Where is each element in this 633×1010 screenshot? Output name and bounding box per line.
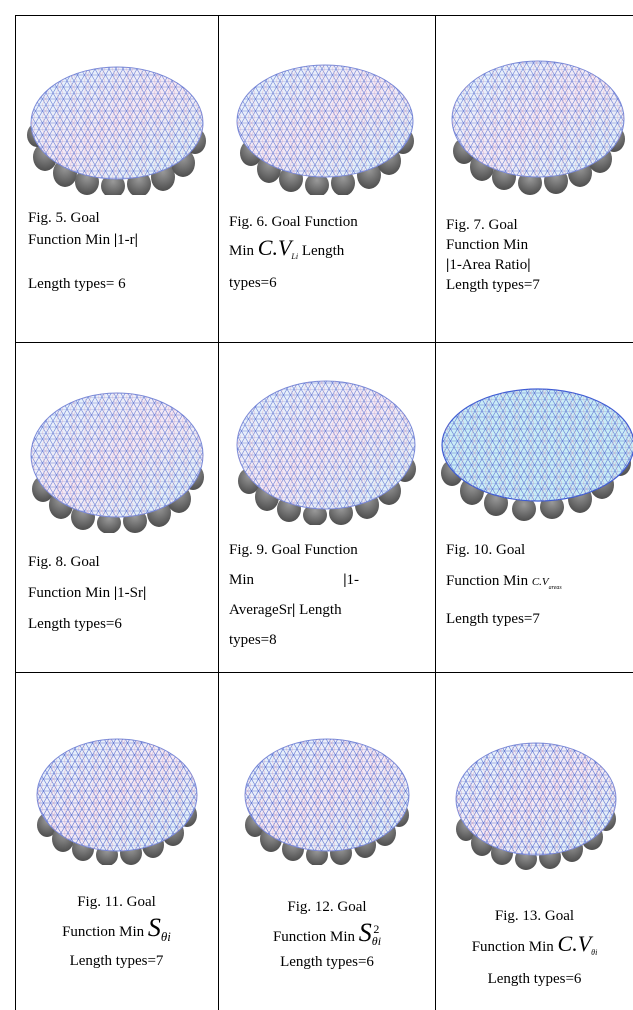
fig11-caption-line1: Fig. 11. Goal [77,894,156,910]
fig10-cell: Fig. 10. Goal Function Min C.Vareas Leng… [436,343,633,672]
abs-bar: | [343,572,347,588]
figure-table: Fig. 5. Goal Function Min |1-r| Length t… [15,15,633,1010]
fig6-cell: Fig. 6. Goal Function Min C.VLi Length t… [219,15,435,342]
dome-render-image [236,64,414,195]
fig10-caption: Fig. 10. Goal Function Min C.Vareas Leng… [446,535,631,635]
fig13-min-label: Function Min [471,939,558,955]
fig6-caption-line1: Fig. 6. Goal Function [229,214,358,230]
fig5-caption: Fig. 5. Goal Function Min |1-r| Length t… [28,207,213,295]
fig12-min-label: Function Min [272,929,359,945]
fig9-length-label: Length [295,602,342,618]
math-cv: C.V [257,235,292,260]
math-s: S [358,918,372,947]
fig6-length-types: types=6 [229,275,277,291]
fig8-expression: 1-Sr [117,585,143,601]
abs-bar: | [527,257,531,273]
math-s: S [147,913,161,942]
dome-render-image [451,60,625,195]
fig10-min-label: Function Min [446,573,532,589]
fig6-caption: Fig. 6. Goal Function Min C.VLi Length t… [229,209,434,296]
abs-bar: | [134,232,138,248]
dome-render-image [455,742,617,870]
fig13-caption: Fig. 13. Goal Function Min C.Vθi Length … [436,903,633,993]
table-divider [15,672,633,673]
fig7-length-types: Length types=7 [446,277,540,293]
fig9-min-label: Min [229,572,255,588]
table-border-top [15,15,633,16]
fig11-caption: Fig. 11. Goal Function Min Sθi Length ty… [15,890,218,974]
abs-bar: | [446,257,450,273]
fig12-caption-line1: Fig. 12. Goal [287,899,367,915]
fig5-caption-line2: Function Min [28,232,114,248]
fig10-length-types: Length types=7 [446,611,540,627]
dome-render-image [244,738,410,865]
fig9-cell: Fig. 9. Goal Function Min|1- AverageSr| … [219,343,435,672]
fig9-expression-end: AverageSr [229,602,293,618]
fig9-caption-line1: Fig. 9. Goal Function [229,542,358,558]
fig8-caption-line1: Fig. 8. Goal [28,554,100,570]
abs-bar: | [143,585,147,601]
fig9-caption: Fig. 9. Goal Function Min|1- AverageSr| … [229,535,434,655]
fig13-caption-line1: Fig. 13. Goal [494,908,575,924]
dome-render-image [236,380,416,525]
dome-render-image [30,392,204,533]
fig11-cell: Fig. 11. Goal Function Min Sθi Length ty… [15,673,218,1010]
fig8-cell: Fig. 8. Goal Function Min |1-Sr| Length … [15,343,218,672]
math-cv: C.V [557,931,592,956]
fig10-caption-line1: Fig. 10. Goal [446,542,526,558]
dome-render-image [441,388,633,521]
abs-bar: | [113,585,118,601]
table-divider [15,342,633,343]
fig7-caption-line2: Function Min [446,237,529,253]
fig8-length-types: Length types=6 [28,616,122,632]
fig7-cell: Fig. 7. Goal Function Min |1-Area Ratio|… [436,15,633,342]
fig13-cell: Fig. 13. Goal Function Min C.Vθi Length … [436,673,633,1010]
fig8-caption-line2: Function Min [28,585,114,601]
math-cv: C.V [531,576,549,588]
fig7-caption: Fig. 7. Goal Function Min |1-Area Ratio|… [446,215,631,295]
abs-bar: | [113,232,118,248]
fig5-cell: Fig. 5. Goal Function Min |1-r| Length t… [15,15,218,342]
fig5-length-types: Length types= 6 [28,276,126,292]
fig13-length-types: Length types=6 [487,971,582,987]
fig8-caption: Fig. 8. Goal Function Min |1-Sr| Length … [28,547,213,640]
fig12-length-types: Length types=6 [280,954,374,970]
fig11-length-types: Length types=7 [69,953,164,969]
fig9-expression-start: 1- [346,572,360,588]
fig6-min-label: Min [229,243,258,259]
fig7-caption-line1: Fig. 7. Goal [446,217,518,233]
fig11-min-label: Function Min [62,924,148,940]
table-border-left [15,15,16,1010]
math-subscript: areas [548,585,562,591]
fig6-length-label: Length [298,243,345,259]
math-subscript: θi [371,934,382,948]
abs-bar: | [292,602,296,618]
fig5-caption-line1: Fig. 5. Goal [28,210,100,226]
table-divider [435,15,436,1010]
math-superscript: 2 [373,922,380,936]
table-divider [218,15,219,1010]
math-subscript: Li [291,252,299,261]
fig9-length-types: types=8 [229,632,277,648]
fig5-expression: 1-r [117,232,135,248]
math-subscript: θi [160,929,171,944]
dome-render-image [36,738,198,865]
math-subscript: θi [591,948,598,957]
dome-render-image [27,66,206,195]
fig7-expression: 1-Area Ratio [449,257,528,273]
